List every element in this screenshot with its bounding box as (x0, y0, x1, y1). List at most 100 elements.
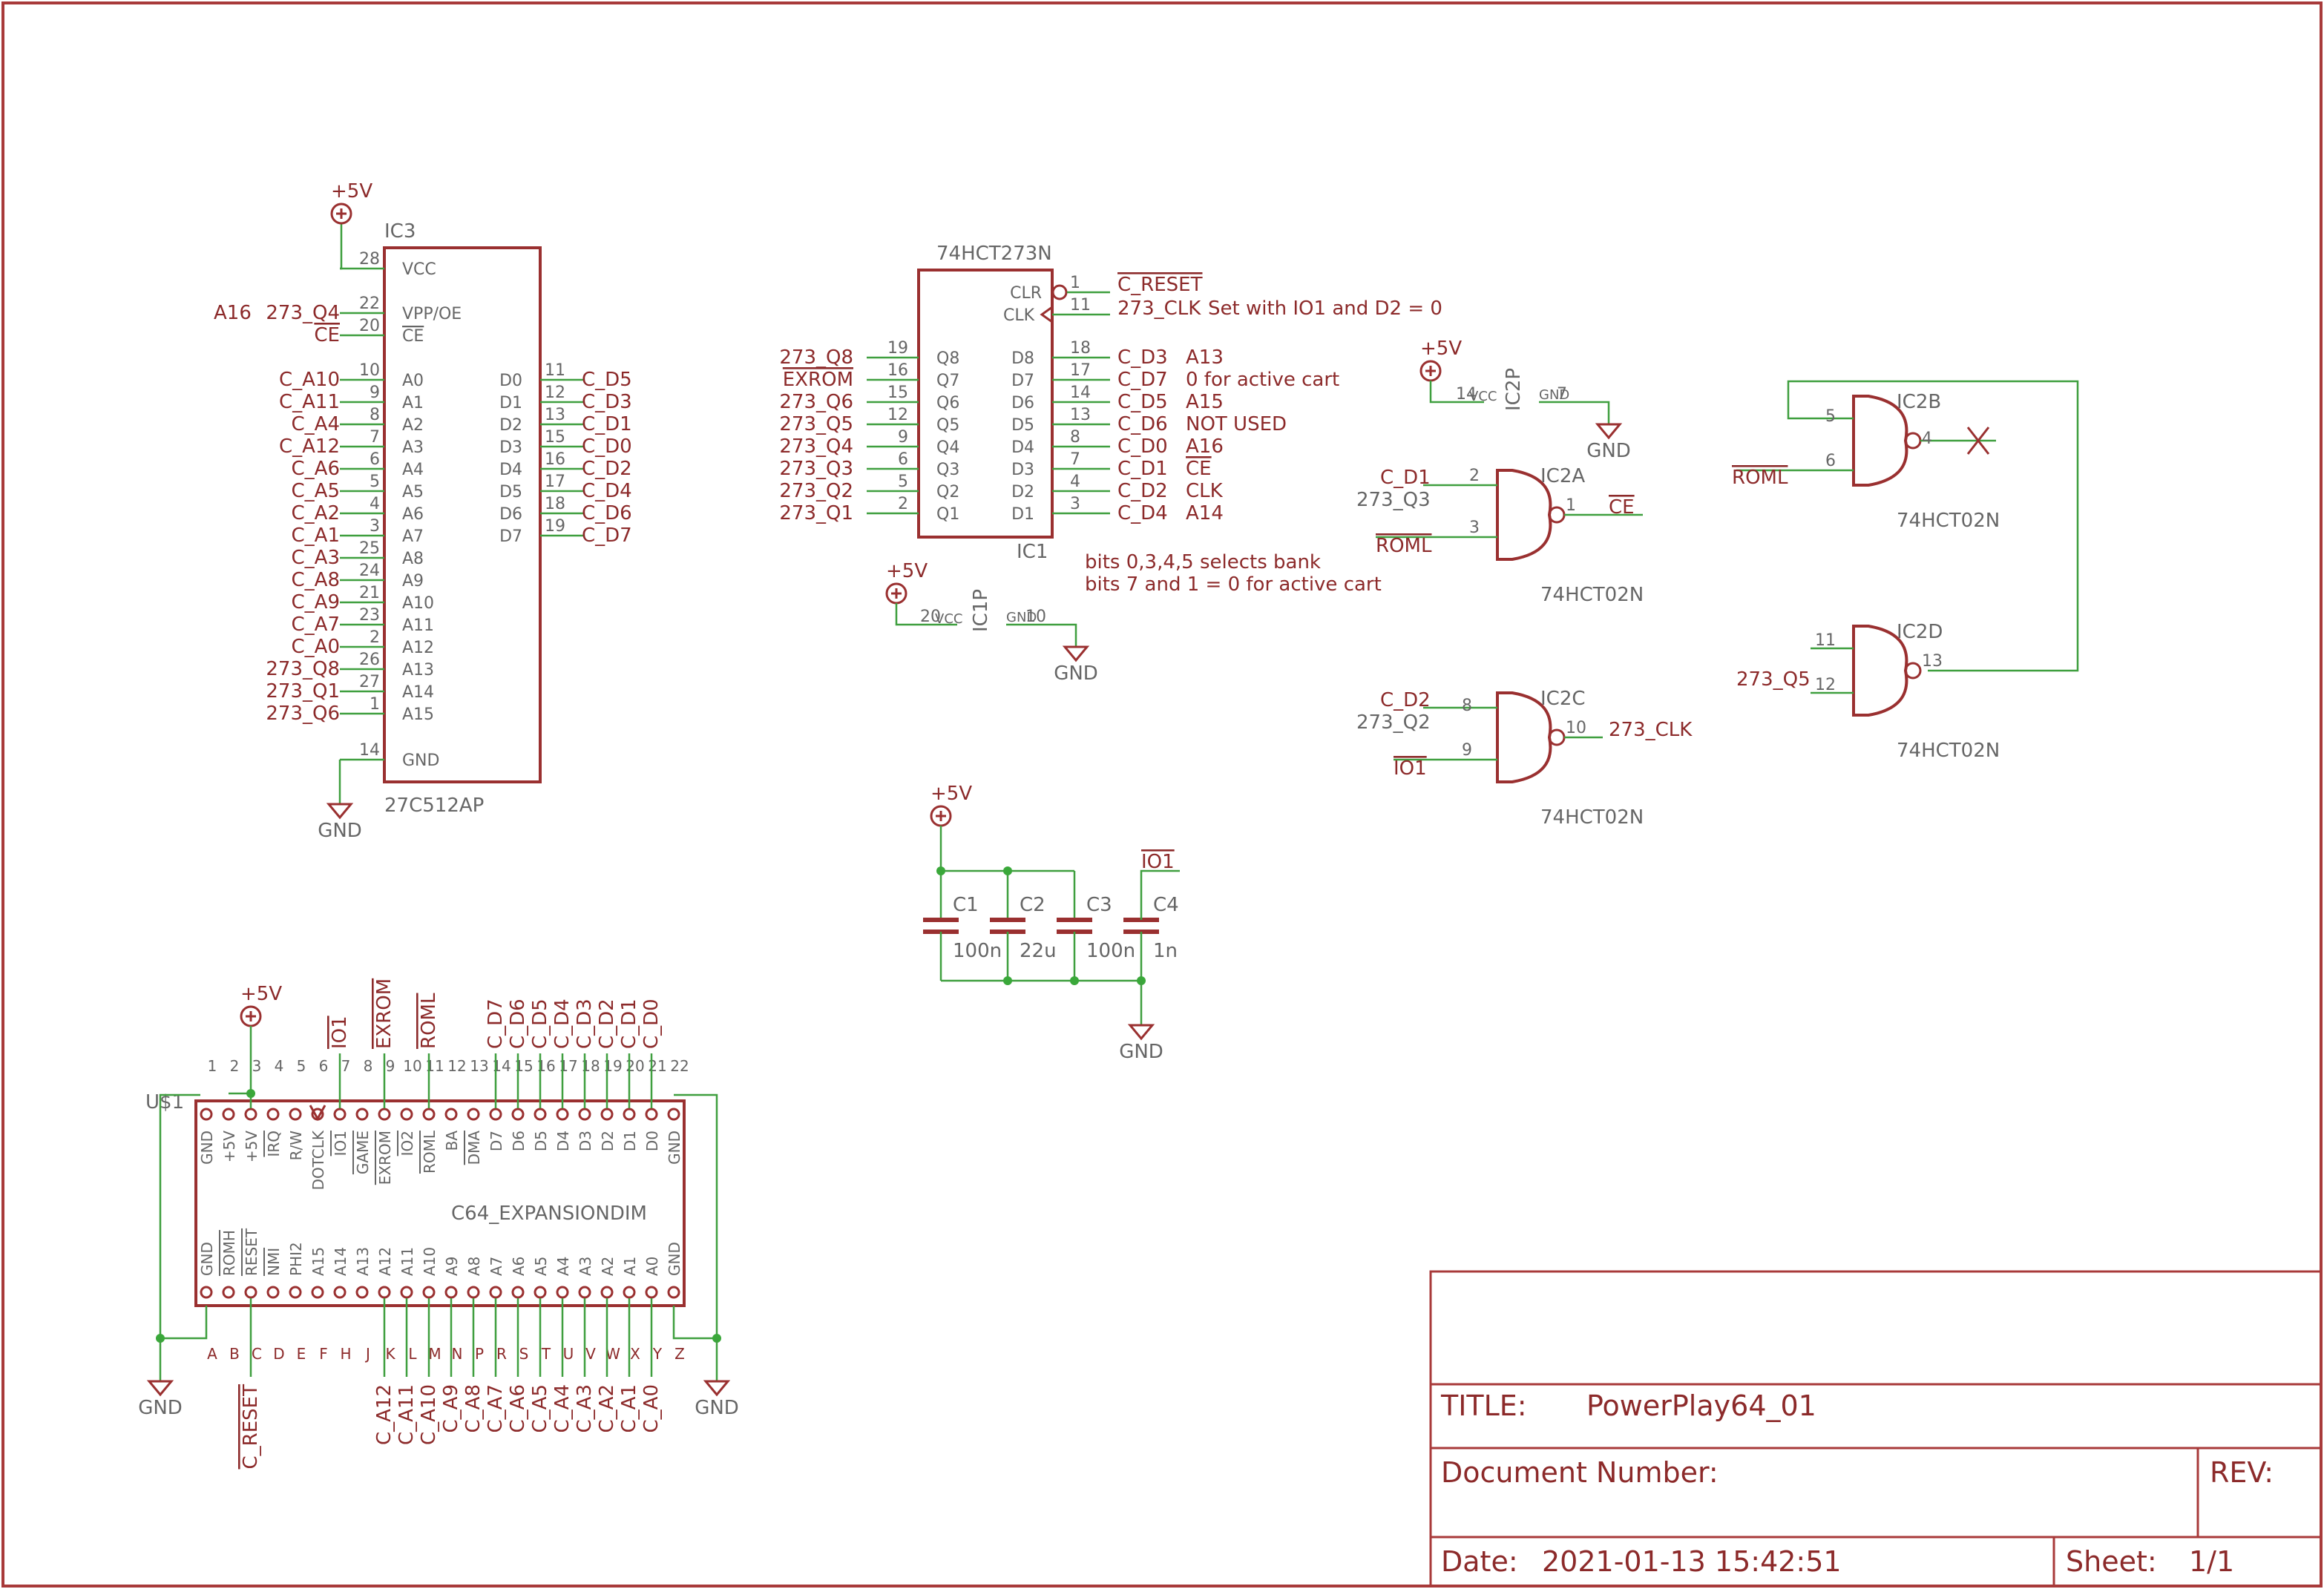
ic1-qpin-number: 5 (898, 473, 908, 491)
us1-bottom-net-label: C_A10 (418, 1384, 440, 1445)
ic3-net-label: 273_Q4 (266, 302, 340, 324)
ic1-qpin-number: 6 (898, 450, 908, 469)
ic2a-in1-net: C_D1 (1380, 467, 1431, 489)
us1-bottom-pin-letter: X (630, 1345, 640, 1363)
ic3-dpin-name: D0 (499, 372, 522, 390)
ic3-net-label: C_A0 (292, 636, 340, 658)
date-label: Date: (1441, 1545, 1518, 1578)
ic1-bit-note: A14 (1186, 502, 1224, 524)
us1-bottom-net-label: C_A5 (529, 1384, 551, 1432)
us1-top-pin-pad (266, 1108, 280, 1121)
ic1p-vcc-wire (895, 603, 957, 626)
vcc-label: +5V (930, 783, 972, 805)
ic2p-gnd-name: GND (1539, 387, 1569, 403)
ic1-bit-note: 0 for active cart (1186, 369, 1339, 391)
us1-bottom-pin-pad (200, 1286, 213, 1299)
us1-top-pin-name: +5V (220, 1131, 238, 1162)
ic1-dpin-number: 17 (1070, 361, 1091, 380)
ic3-net-label: 273_Q6 (266, 703, 340, 725)
ic1-dpin-name: D1 (1011, 505, 1034, 524)
title-label: TITLE: (1440, 1389, 1527, 1422)
gnd-symbol (146, 1380, 174, 1397)
us1-bottom-pin-letter: E (297, 1345, 306, 1363)
ic2b-in2-number: 6 (1825, 452, 1836, 470)
ic3-dnet-label: C_D6 (582, 502, 632, 524)
ic3-pin-number: 22 (359, 295, 380, 313)
ic3-pin-number: 21 (359, 584, 380, 602)
ic1-qpin-number: 15 (887, 384, 908, 402)
ic3-net-label: C_A4 (292, 413, 340, 435)
c64-expansion-connector: U$1C64_EXPANSIONDIM1GND2+5V3+5V4IRQ5R/W6… (138, 978, 739, 1470)
ic2a-out-net: CE (1609, 496, 1635, 519)
us1-value: C64_EXPANSIONDIM (451, 1203, 647, 1225)
ic3-net-label: C_A3 (292, 547, 340, 569)
us1-bottom-pin-name: A0 (643, 1257, 661, 1276)
ic1p-gnd-wire (1006, 623, 1077, 647)
us1-bottom-pin-name: A1 (621, 1257, 639, 1276)
ic1-qnet-label: 273_Q1 (779, 502, 853, 524)
ic3-pin-name: A4 (402, 461, 424, 479)
revision-label: REV: (2210, 1456, 2274, 1489)
ic1-dnet-label: C_D2 (1117, 480, 1168, 502)
ic1-clr-name: CLR (1010, 284, 1042, 303)
us1-bottom-pin-letter: J (364, 1345, 370, 1363)
us1-top-pin-name: D4 (554, 1131, 572, 1151)
ic3-pin-number: 9 (370, 384, 380, 402)
ic3-pin-number: 3 (370, 517, 380, 536)
ic3-pin-number: 28 (359, 250, 380, 269)
ic3-net-label: C_A11 (279, 391, 340, 413)
ic3-pin-number: 23 (359, 606, 380, 625)
us1-bottom-pin-letter: Z (674, 1345, 685, 1363)
ic3-dpin-name: D6 (499, 505, 522, 524)
us1-top-pin-pad (578, 1108, 591, 1121)
us1-bottom-pin-name: PHI2 (287, 1242, 305, 1276)
ic3-pin-name: A11 (402, 616, 434, 635)
ic2p-vcc-number: 14 (1456, 385, 1477, 404)
vcc-label: +5V (1420, 338, 1462, 360)
us1-bottom-pin-name: GND (666, 1242, 683, 1276)
us1-top-pin-name: ROML (421, 1130, 439, 1174)
ic1-dnet-label: C_D0 (1117, 435, 1168, 458)
ic3-dnet-label: C_D0 (582, 435, 632, 458)
us1-top-pin-name: R/W (287, 1131, 305, 1161)
ic1-qpin-name: Q6 (936, 394, 959, 412)
ic2c-in1-number: 8 (1462, 697, 1472, 715)
ic3-dnet-label: C_D7 (582, 524, 632, 547)
us1-top-pin-name: D3 (577, 1131, 594, 1151)
ic3-pin-name: A10 (402, 594, 434, 613)
ic3-pin-name: A0 (402, 372, 424, 390)
us1-bottom-pin-name: GND (198, 1242, 216, 1276)
us1-top-pin-number: 9 (386, 1057, 395, 1075)
ic1-dpin-number: 8 (1070, 428, 1080, 447)
ic3-gnd-number: 14 (359, 741, 380, 760)
ic3-a16-note: A16 (214, 302, 252, 324)
ic3-net-label: 273_Q1 (266, 680, 340, 703)
us1-bottom-pin-letter: F (319, 1345, 328, 1363)
gnd-symbol (326, 803, 354, 820)
us1-bottom-net-label: C_A8 (462, 1384, 485, 1432)
cap-ref: C2 (1020, 894, 1046, 916)
sheet-value: 1/1 (2189, 1545, 2234, 1578)
ic3-dpin-name: D3 (499, 438, 522, 457)
ic3-dpin-name: D1 (499, 394, 522, 412)
junction-dot (1070, 976, 1079, 985)
us1-bottom-pin-pad (333, 1286, 347, 1299)
us1-top-pin-pad (511, 1108, 525, 1121)
vcc-symbol (330, 203, 352, 225)
cap-ref: C1 (953, 894, 979, 916)
us1-top-net-label: C_D7 (485, 999, 507, 1049)
us1-bottom-net-label: C_A11 (395, 1384, 418, 1445)
ic3-dpin-number: 15 (545, 428, 565, 447)
ic1-dpin-name: D6 (1011, 394, 1034, 412)
ic1-qnet-label: 273_Q6 (779, 391, 853, 413)
ic3-eprom: IC327C512AP28VCC22VPP/OE273_Q420CECE10A0… (214, 180, 632, 842)
ic3-dpin-number: 16 (545, 450, 565, 469)
cap-value: 100n (953, 940, 1002, 962)
document-number-label: Document Number: (1441, 1456, 1719, 1489)
cap-value: 1n (1153, 940, 1178, 962)
ic1-qpin-number: 9 (898, 428, 908, 447)
ic3-net-label: CE (314, 324, 340, 346)
us1-top-net-label: C_D2 (596, 999, 618, 1049)
ic3-pin-number: 25 (359, 539, 380, 558)
ic1-note-active: bits 7 and 1 = 0 for active cart (1085, 573, 1382, 596)
